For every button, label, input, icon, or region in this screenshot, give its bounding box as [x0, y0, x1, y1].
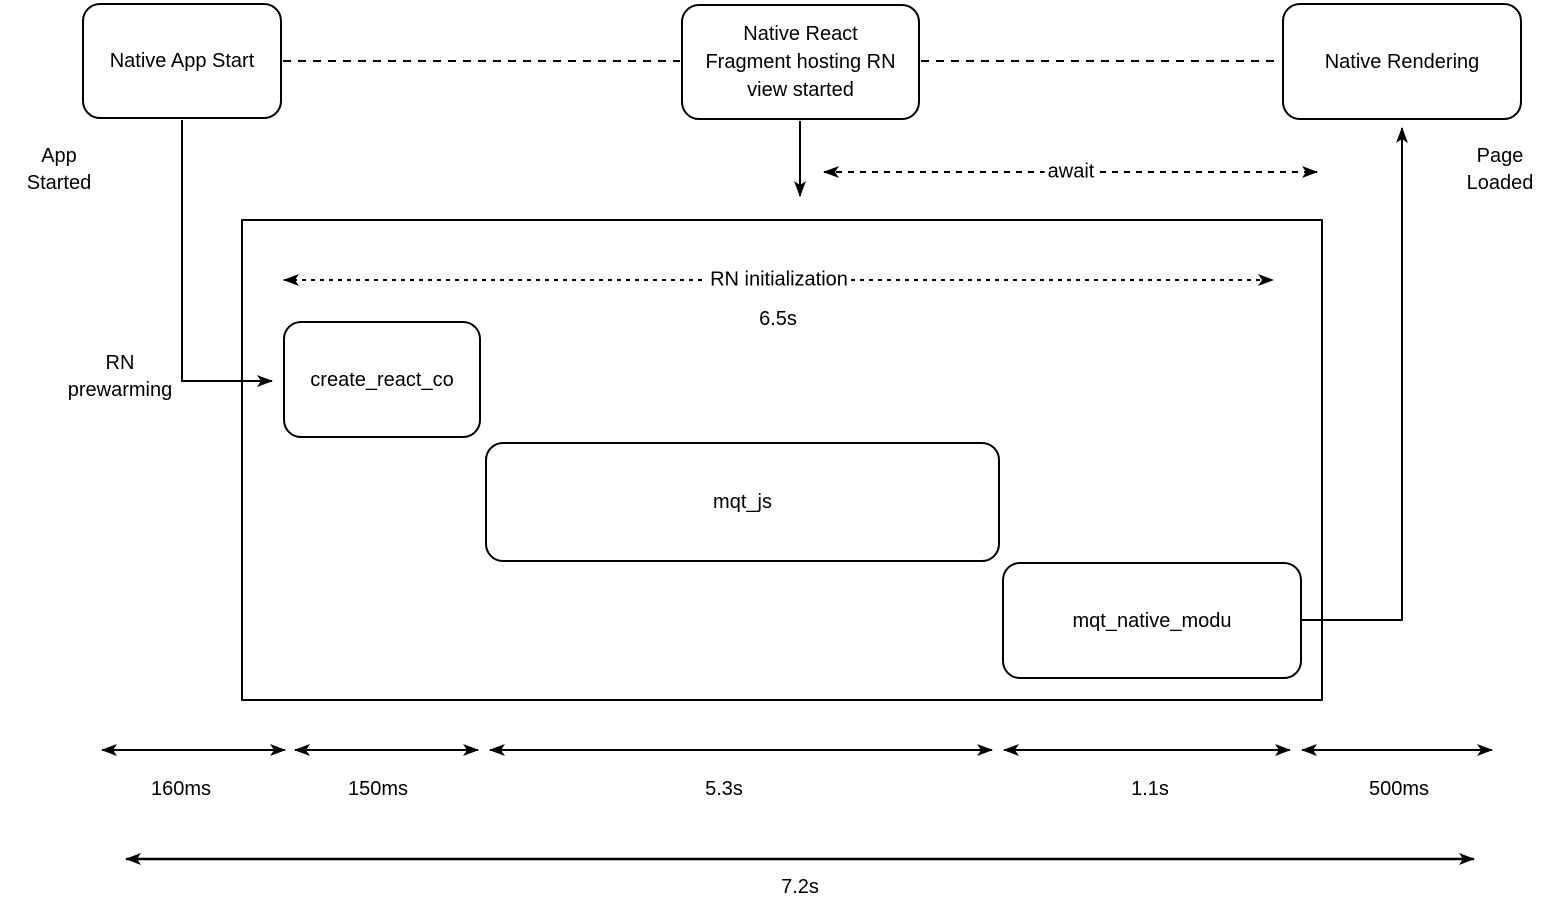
node-native-rendering-label: Native Rendering [1324, 50, 1480, 73]
render-connector-arrow [1302, 127, 1408, 621]
node-mqt-js: mqt_js [485, 442, 1000, 562]
segment-label-1-1s: 1.1s [1131, 778, 1169, 800]
rn-prewarming-label: RN prewarming [67, 352, 173, 401]
node-native-react-fragment-label: Native React Fragment hosting RN view st… [705, 23, 896, 101]
node-native-rendering: Native Rendering [1282, 3, 1522, 120]
node-mqt-native-modu-label: mqt_native_modu [1072, 609, 1232, 632]
node-mqt-native-modu: mqt_native_modu [1002, 562, 1302, 679]
segment-label-160ms: 160ms [150, 778, 212, 800]
segment-label-5-3s: 5.3s [705, 778, 743, 800]
segment-label-150ms: 150ms [347, 778, 409, 800]
rn-initialization-container-rect [241, 219, 1323, 701]
node-native-app-start: Native App Start [82, 3, 282, 119]
rn-initialization-duration-label: 6.5s [759, 308, 797, 330]
segment-label-500ms: 500ms [1368, 778, 1430, 800]
node-native-react-fragment: Native React Fragment hosting RN view st… [681, 4, 920, 120]
app-started-label: App Started [26, 145, 92, 194]
node-create-react-co: create_react_co [283, 321, 481, 438]
prewarm-connector-arrow [181, 120, 273, 387]
total-duration-label: 7.2s [781, 876, 819, 898]
rn-initialization-label: RN initialization [707, 268, 851, 292]
await-label: await [1044, 160, 1098, 184]
node-native-app-start-label: Native App Start [109, 50, 255, 72]
node-create-react-co-label: create_react_co [310, 368, 454, 391]
page-loaded-label: Page Loaded [1466, 145, 1534, 194]
node-mqt-js-label: mqt_js [713, 491, 772, 513]
